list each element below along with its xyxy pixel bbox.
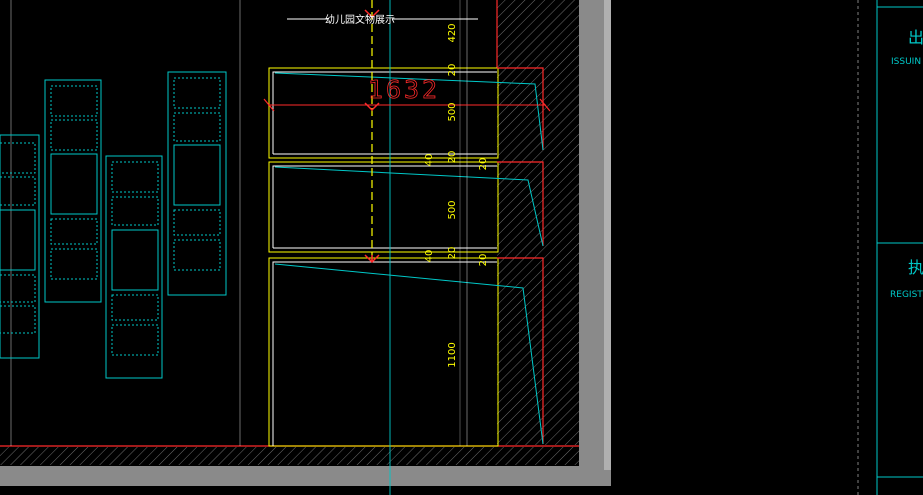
panel-slot bbox=[173, 209, 221, 236]
level-marker-top bbox=[364, 9, 380, 19]
dim-text-420: 420 bbox=[447, 23, 458, 42]
panel-slot bbox=[50, 218, 98, 245]
issuing-char: 出 bbox=[908, 28, 923, 47]
panel-slot bbox=[111, 294, 159, 321]
panel-slot bbox=[0, 176, 36, 206]
level-marker-upper bbox=[364, 102, 380, 112]
floor-hatch bbox=[0, 447, 579, 465]
panel-slot bbox=[111, 229, 159, 291]
display-cabinet-elevation[interactable] bbox=[268, 0, 544, 495]
registry-label: REGIST bbox=[890, 290, 923, 300]
shelf-middle-red bbox=[497, 161, 544, 246]
frame-bottom-bar bbox=[0, 466, 611, 486]
panel-outer-3 bbox=[105, 155, 163, 379]
panel-outer-4 bbox=[167, 71, 227, 296]
slope-top bbox=[274, 72, 544, 151]
dim-text-500: 500 bbox=[447, 200, 458, 219]
shelf-frame-top bbox=[268, 67, 499, 159]
shelf-top-red bbox=[497, 67, 544, 150]
width-dimension: 1632 bbox=[263, 75, 551, 112]
dim-text-40: 40 bbox=[424, 154, 435, 167]
title-block: 出 ISSUIN 执 REGIST bbox=[857, 0, 923, 495]
registry-char: 执 bbox=[908, 258, 923, 277]
bottom-frame-inner bbox=[272, 261, 497, 446]
dim-text-20: 20 bbox=[478, 158, 489, 171]
dim-text-500: 500 bbox=[447, 102, 458, 121]
panel-outer-2 bbox=[44, 79, 102, 303]
shelf-bottom-red bbox=[497, 257, 544, 444]
panel-slot bbox=[0, 209, 36, 271]
panel-slot bbox=[111, 161, 159, 193]
dim-text-40: 40 bbox=[424, 250, 435, 263]
shelf-frame-bottom bbox=[268, 257, 499, 447]
paper-frame bbox=[0, 0, 611, 486]
panel-slot bbox=[111, 196, 159, 226]
guide-lines bbox=[10, 0, 241, 446]
dim-text-20: 20 bbox=[447, 247, 458, 260]
vertical-dimension-chain: 420 20 500 20 40 20 500 20 40 20 1100 bbox=[424, 0, 489, 446]
panel-slot bbox=[50, 248, 98, 280]
panel-slot bbox=[173, 112, 221, 142]
top-frame-inner bbox=[272, 71, 497, 154]
panel-slot bbox=[173, 144, 221, 206]
drawing-title: 幼儿园文物展示 bbox=[287, 13, 478, 26]
width-dim-tick-right bbox=[539, 98, 551, 112]
slope-bottom bbox=[274, 263, 544, 445]
width-dim-text: 1632 bbox=[368, 75, 440, 104]
panel-slot bbox=[111, 324, 159, 356]
panel-slot bbox=[50, 153, 98, 215]
panel-outer-1 bbox=[0, 134, 40, 359]
dim-text-1100: 1100 bbox=[447, 342, 458, 367]
width-dim-tick-left bbox=[263, 98, 275, 112]
panel-slot bbox=[173, 77, 221, 109]
panel-slot bbox=[50, 119, 98, 151]
dim-text-20: 20 bbox=[478, 254, 489, 267]
panel-slot bbox=[0, 305, 36, 334]
drawing-title-text: 幼儿园文物展示 bbox=[325, 13, 395, 26]
issuing-label: ISSUIN bbox=[891, 57, 921, 67]
dim-text-20: 20 bbox=[447, 151, 458, 164]
left-display-panels bbox=[0, 71, 227, 379]
panel-slot bbox=[173, 239, 221, 271]
shelf-frame-middle bbox=[268, 161, 499, 253]
slope-middle bbox=[274, 166, 544, 247]
wall-section-hatch bbox=[0, 0, 579, 465]
panel-slot bbox=[0, 274, 36, 303]
panel-slot bbox=[50, 85, 98, 117]
frame-right-edge bbox=[604, 0, 611, 470]
middle-frame-inner bbox=[272, 165, 497, 248]
panel-slot bbox=[0, 142, 36, 174]
dim-text-20: 20 bbox=[447, 64, 458, 77]
